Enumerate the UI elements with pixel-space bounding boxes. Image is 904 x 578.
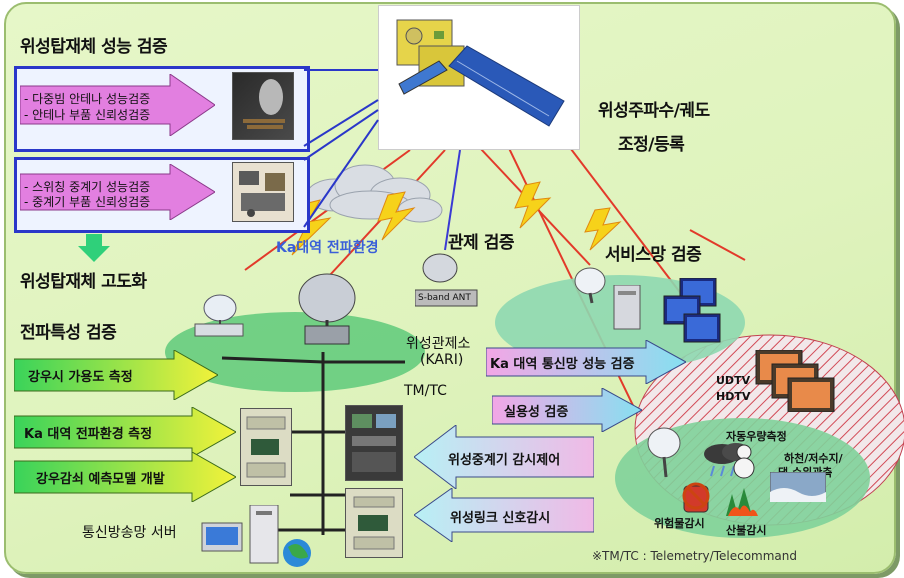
transponder-line2: - 중계기 부품 신뢰성검증 bbox=[24, 195, 151, 209]
service-network-heading: 서비스망 검증 bbox=[605, 245, 702, 265]
control-verification-heading: 관제 검증 bbox=[448, 233, 514, 253]
payload-performance-heading: 위성탑재체 성능 검증 bbox=[20, 37, 168, 57]
frequency-orbit-heading-line2: 조정/등록 bbox=[618, 135, 685, 155]
server-icon bbox=[201, 505, 311, 567]
hazard-icon bbox=[682, 482, 710, 513]
sband-dish-icon bbox=[415, 253, 478, 307]
rain-availability-label: 강우시 가용도 측정 bbox=[28, 370, 133, 385]
ka-network-label: Ka 대역 통신망 성능 검증 bbox=[490, 357, 635, 372]
satellite-image bbox=[378, 5, 580, 150]
antenna-line1: - 다중빔 안테나 성능검증 bbox=[24, 92, 151, 106]
hdtv-label: HDTV bbox=[716, 390, 751, 403]
auto-rain-label: 자동우량측정 bbox=[726, 430, 787, 443]
forest-fire-label: 산불감시 bbox=[726, 524, 767, 537]
service-server-icon bbox=[613, 285, 641, 330]
practicality-label: 실용성 검증 bbox=[504, 405, 569, 420]
hazard-label: 위험물감시 bbox=[654, 517, 705, 530]
udtv-label: UDTV bbox=[716, 374, 751, 387]
kari-label-line1: 위성관제소 bbox=[406, 336, 471, 352]
snowman-icon bbox=[733, 444, 755, 479]
transponder-verification-arrow: - 스위칭 중계기 성능검증 - 중계기 부품 신뢰성검증 bbox=[20, 164, 215, 220]
ka-propagation-label: Ka대역 전파환경 bbox=[276, 240, 379, 256]
large-dish-icon bbox=[298, 273, 356, 345]
rain-availability-arrow: 강우시 가용도 측정 bbox=[14, 350, 218, 400]
antenna-verification-arrow: - 다중빔 안테나 성능검증 - 안테나 부품 신뢰성검증 bbox=[20, 74, 215, 136]
river-label-line1: 하천/저수지/ bbox=[784, 452, 843, 465]
transponder-line1: - 스위칭 중계기 성능검증 bbox=[24, 180, 151, 194]
tv-screens-icon bbox=[755, 350, 835, 412]
transponder-photo bbox=[232, 162, 294, 222]
link-monitoring-label: 위성링크 신호감시 bbox=[450, 511, 551, 526]
kari-label-line2: (KARI) bbox=[420, 352, 464, 368]
link-monitoring-arrow: 위성링크 신호감시 bbox=[414, 488, 594, 542]
frequency-orbit-heading-line1: 위성주파수/궤도 bbox=[598, 101, 710, 121]
rain-attenuation-label: 강우감쇠 예측모델 개발 bbox=[36, 472, 165, 487]
transponder-monitoring-label: 위성중계기 감시제어 bbox=[448, 453, 561, 468]
rain-cloud-icon bbox=[704, 443, 750, 477]
server-label: 통신방송망 서버 bbox=[82, 525, 177, 541]
ka-network-arrow: Ka 대역 통신망 성능 검증 bbox=[486, 340, 686, 384]
propagation-heading: 전파특성 검증 bbox=[20, 323, 117, 343]
footnote: ※TM/TC : Telemetry/Telecommand bbox=[592, 549, 797, 563]
transponder-monitoring-arrow: 위성중계기 감시제어 bbox=[414, 425, 594, 489]
small-dish-icon bbox=[194, 294, 244, 337]
ka-environment-arrow: Ka 대역 전파환경 측정 bbox=[14, 407, 236, 457]
application-dish-icon bbox=[647, 427, 681, 478]
practicality-arrow: 실용성 검증 bbox=[492, 388, 642, 432]
sband-antenna-label: S-band ANT bbox=[418, 293, 471, 303]
rain-attenuation-arrow: 강우감쇠 예측모델 개발 bbox=[14, 452, 236, 502]
forest-fire-icon bbox=[726, 488, 758, 516]
rack-2 bbox=[345, 405, 403, 481]
service-dish-icon bbox=[574, 267, 606, 304]
down-arrow-icon bbox=[78, 234, 110, 262]
river-photo bbox=[770, 472, 826, 502]
tmtc-label: TM/TC bbox=[404, 383, 447, 399]
antenna-line2: - 안테나 부품 신뢰성검증 bbox=[24, 108, 151, 122]
rack-1 bbox=[240, 408, 292, 486]
antenna-photo bbox=[232, 72, 294, 140]
ka-environment-label: Ka 대역 전파환경 측정 bbox=[24, 427, 153, 442]
payload-advancement-heading: 위성탑재체 고도화 bbox=[20, 272, 147, 292]
rack-3 bbox=[345, 488, 403, 558]
service-monitors-icon bbox=[663, 278, 721, 343]
